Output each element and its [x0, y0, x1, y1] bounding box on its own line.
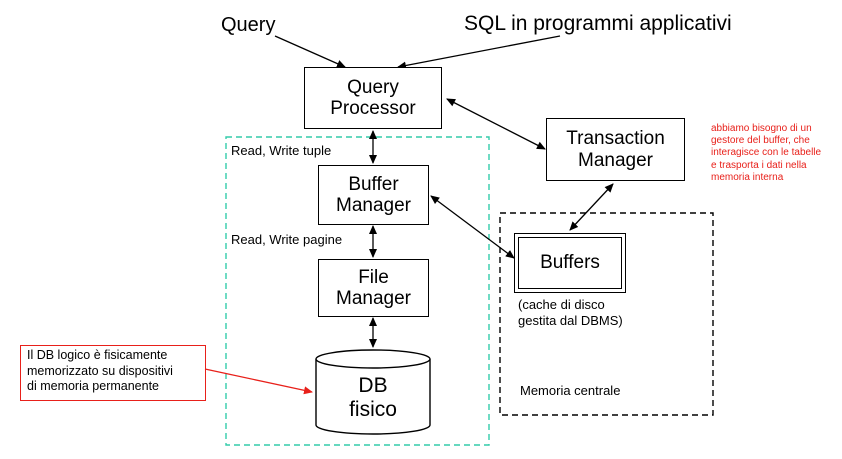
sql-label: SQL in programmi applicativi	[464, 12, 732, 35]
db-fisico-cylinder	[315, 349, 431, 435]
cache-caption: (cache di disco gestita dal DBMS)	[518, 297, 623, 328]
transaction-manager-box: Transaction Manager	[546, 118, 685, 181]
buffer-manager-box: Buffer Manager	[318, 165, 429, 225]
db-fisico-label: DB fisico	[349, 374, 397, 421]
read-write-tuple-label: Read, Write tuple	[231, 143, 332, 158]
memoria-centrale-frame	[499, 212, 714, 416]
read-write-pagine-label: Read, Write pagine	[231, 232, 343, 247]
sql-arrow	[397, 35, 561, 70]
memoria-centrale-label: Memoria centrale	[520, 383, 621, 398]
tm-buffers-arrow	[569, 183, 614, 231]
dbms-frame	[225, 136, 490, 446]
bm-buffers-arrow	[430, 195, 515, 259]
qp-tm-arrow	[446, 98, 546, 150]
query-processor-box: Query Processor	[304, 67, 442, 129]
query-label: Query	[221, 14, 276, 36]
annotation-arrow	[204, 368, 313, 395]
db-logico-note: Il DB logico è fisicamente memorizzato s…	[20, 345, 206, 401]
query-arrow	[274, 35, 346, 68]
file-manager-box: File Manager	[318, 259, 429, 317]
buffer-manager-note: abbiamo bisogno di un gestore del buffer…	[711, 123, 822, 183]
buffers-box: Buffers	[514, 233, 626, 293]
